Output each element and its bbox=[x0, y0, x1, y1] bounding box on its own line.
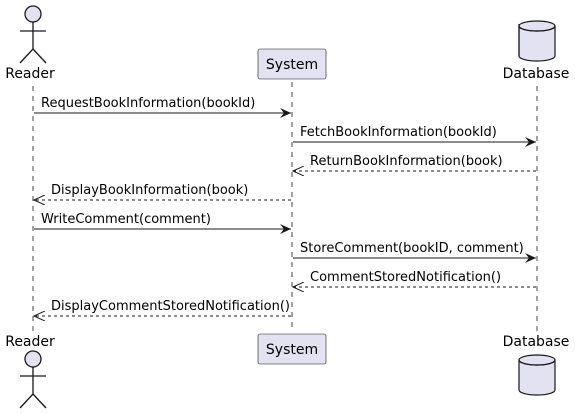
database-cylinder-icon bbox=[518, 20, 556, 62]
participant-box-system-bottom bbox=[257, 333, 327, 365]
participant-reader-bottom: Reader bbox=[5, 334, 55, 409]
participant-label-database-bottom: Database bbox=[503, 334, 570, 350]
actor-stick-figure-icon bbox=[19, 5, 47, 64]
participant-database-bottom: Database bbox=[503, 334, 570, 396]
participant-database-top: Database bbox=[503, 20, 570, 82]
participant-system-bottom: System bbox=[257, 333, 327, 365]
messages: RequestBookInformation(bookId) FetchBookI… bbox=[34, 96, 536, 316]
message-7: CommentStoredNotification() bbox=[293, 270, 536, 287]
message-8: DisplayCommentStoredNotification() bbox=[34, 299, 291, 316]
message-label: WriteComment(comment) bbox=[41, 212, 211, 227]
participant-label-database: Database bbox=[503, 66, 570, 82]
participant-label-reader-bottom: Reader bbox=[5, 334, 55, 350]
message-label: RequestBookInformation(bookId) bbox=[41, 96, 255, 111]
participant-system-top: System bbox=[257, 48, 327, 80]
message-label: DisplayCommentStoredNotification() bbox=[51, 299, 290, 314]
message-5: WriteComment(comment) bbox=[34, 212, 291, 234]
message-label: ReturnBookInformation(book) bbox=[310, 154, 503, 169]
database-cylinder-icon bbox=[518, 354, 556, 396]
actor-stick-figure-icon bbox=[19, 350, 47, 409]
message-6: StoreComment(bookID, comment) bbox=[293, 241, 536, 263]
message-label: FetchBookInformation(bookId) bbox=[300, 125, 497, 140]
participant-label-reader: Reader bbox=[5, 66, 55, 82]
message-label: DisplayBookInformation(book) bbox=[51, 183, 248, 198]
participant-box-system bbox=[257, 48, 327, 80]
participant-label-system: System bbox=[266, 57, 318, 73]
message-label: CommentStoredNotification() bbox=[310, 270, 501, 285]
message-3: ReturnBookInformation(book) bbox=[293, 154, 536, 171]
message-4: DisplayBookInformation(book) bbox=[34, 183, 291, 200]
message-2: FetchBookInformation(bookId) bbox=[293, 125, 536, 147]
lifelines bbox=[32, 82, 538, 332]
participant-reader-top: Reader bbox=[5, 5, 55, 82]
message-label: StoreComment(bookID, comment) bbox=[300, 241, 524, 256]
message-1: RequestBookInformation(bookId) bbox=[34, 96, 291, 118]
participant-label-system-bottom: System bbox=[266, 342, 318, 358]
